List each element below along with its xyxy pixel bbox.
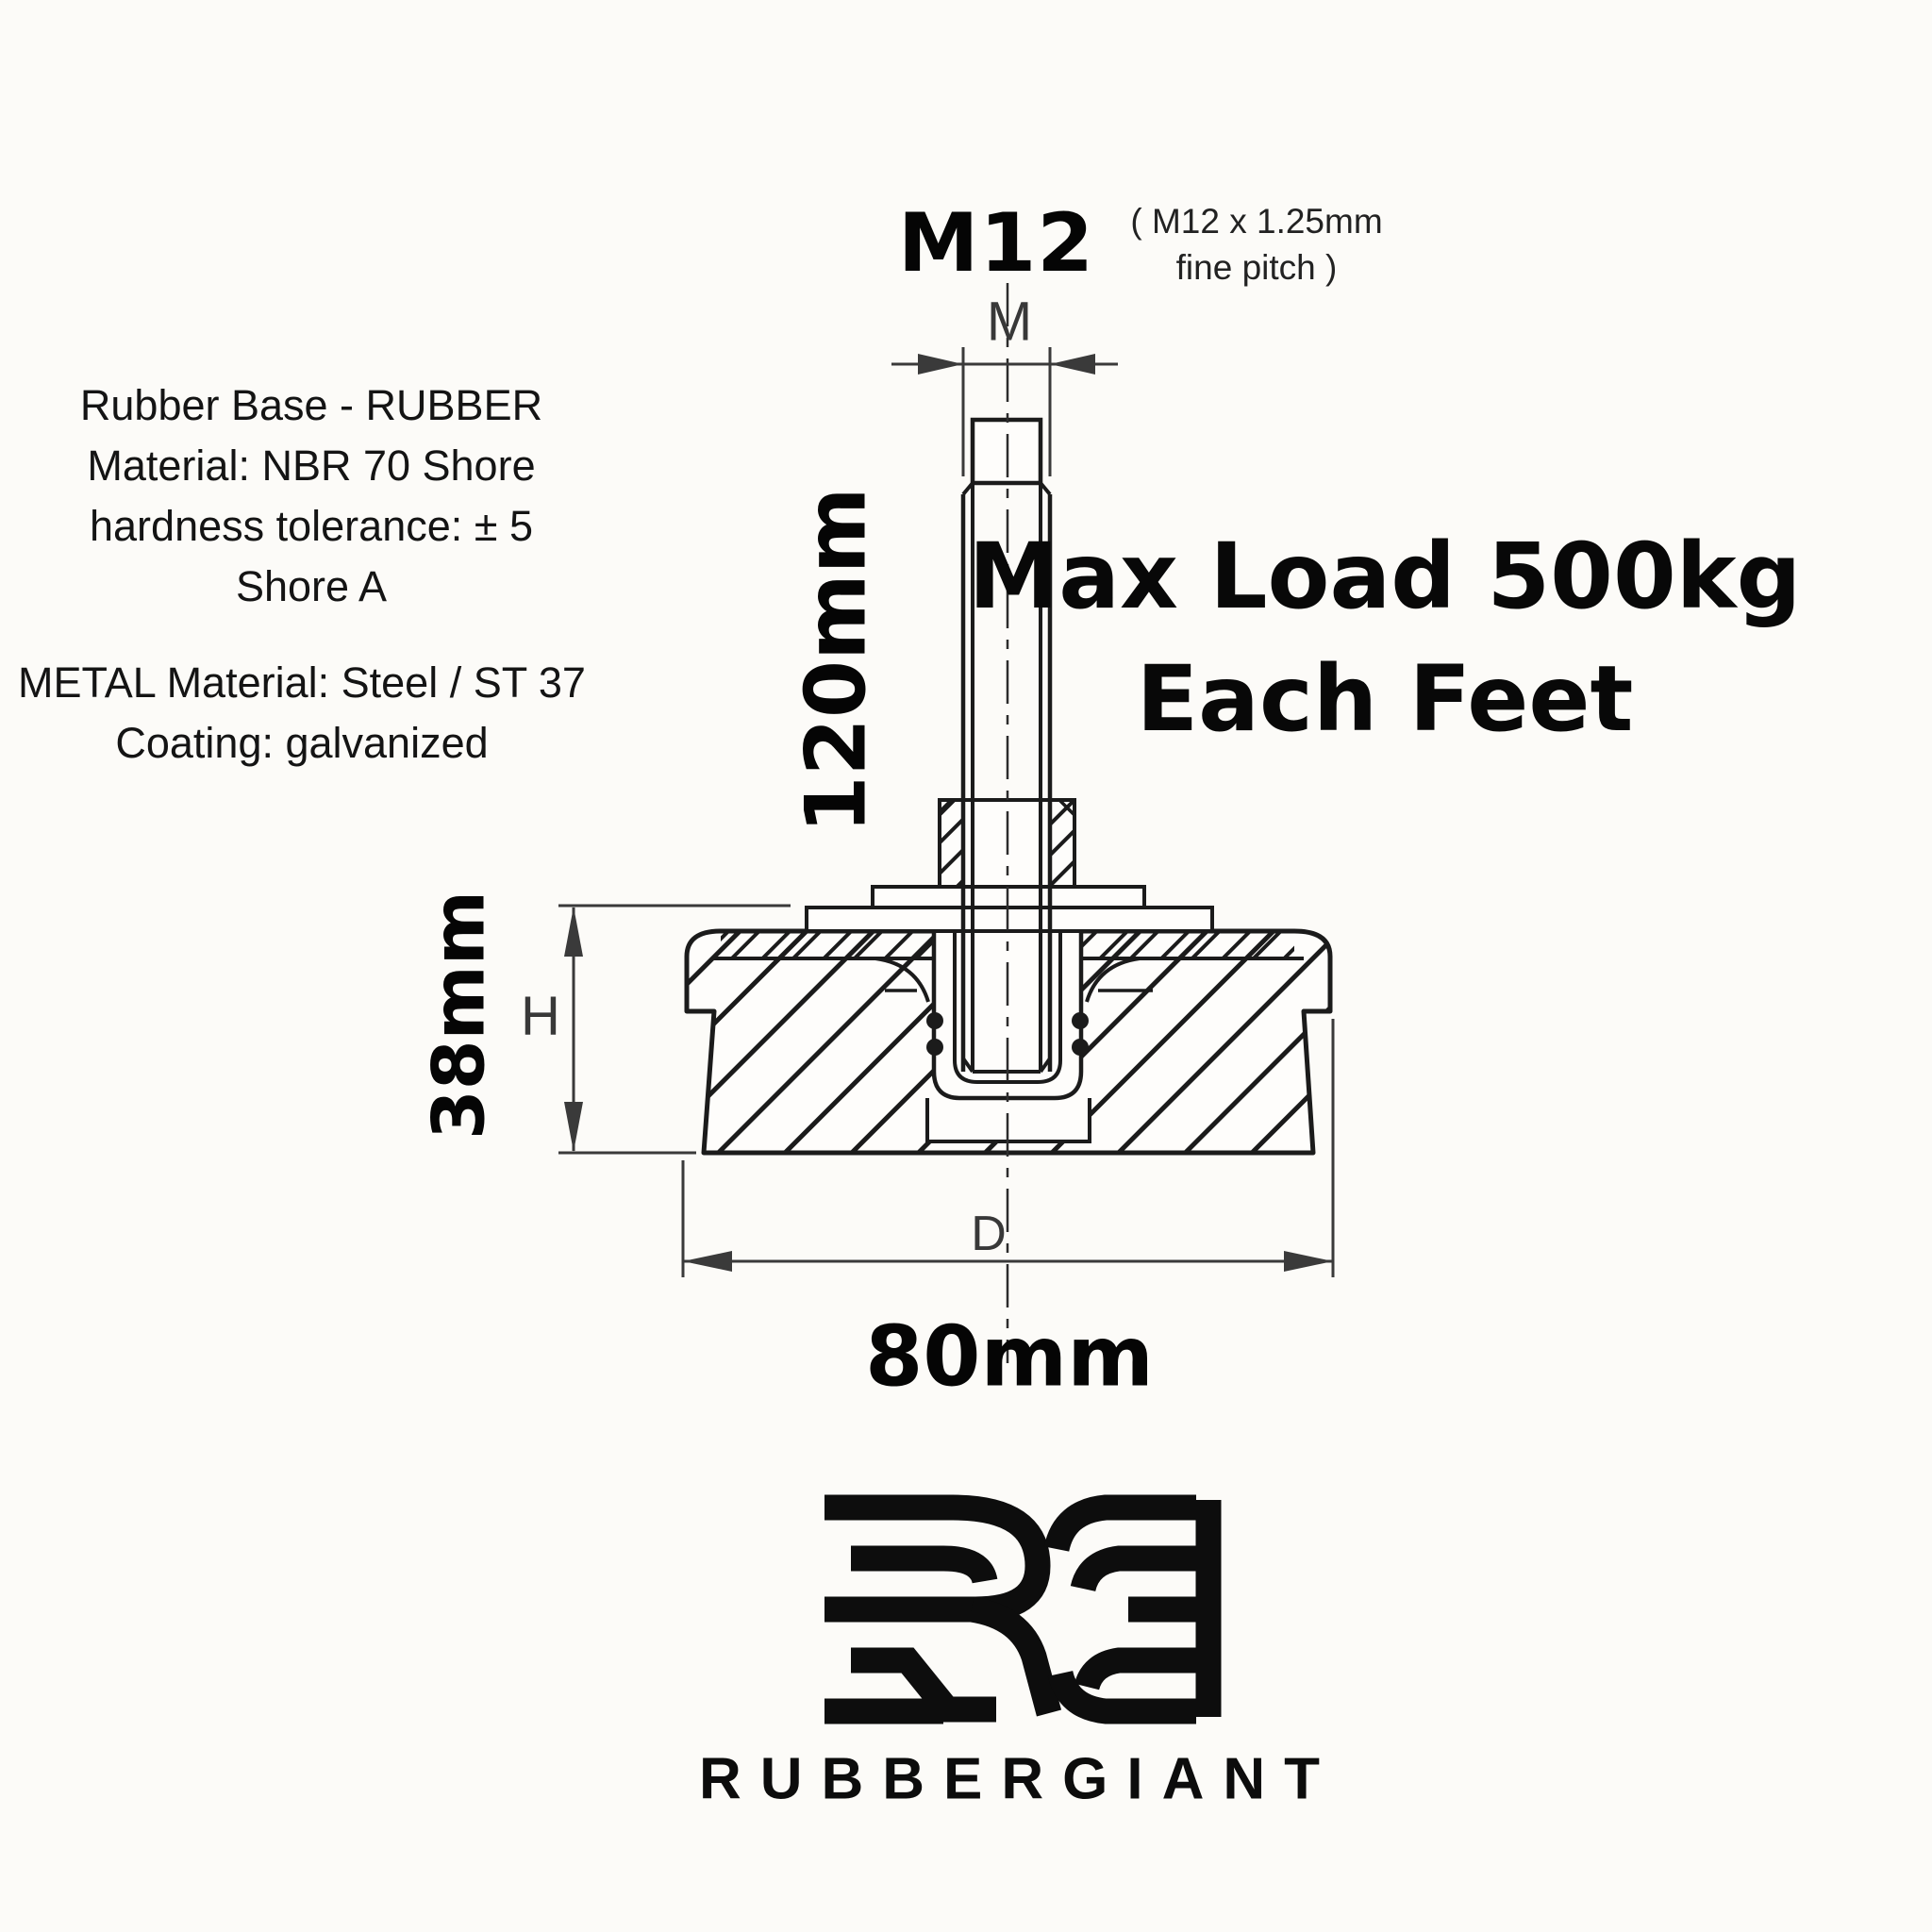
dimension-d [681, 1019, 1335, 1277]
brand-logo-monogram [824, 1494, 1222, 1724]
base-height-dimension: 38mm [416, 890, 501, 1141]
rubber-spec-line: Rubber Base - RUBBER [79, 381, 543, 429]
metal-spec-line: METAL Material: Steel / ST 37 [18, 658, 586, 707]
metal-spec-line: Coating: galvanized [115, 719, 489, 767]
dimension-m [891, 347, 1118, 476]
dim-letter-m: M [986, 291, 1033, 353]
metal-spec-text: METAL Material: Steel / ST 37 Coating: g… [0, 653, 604, 774]
dim-letter-d: D [971, 1207, 1007, 1261]
stud-length-dimension: 120mm [787, 487, 885, 834]
max-load-line2: Each Feet [1136, 646, 1634, 752]
brand-name: RUBBERGIANT [698, 1746, 1340, 1812]
thread-pitch-note-line2: fine pitch ) [1175, 248, 1338, 287]
o-ring-dots [926, 1012, 1089, 1056]
rubber-spec-line: hardness tolerance: ± 5 [90, 502, 533, 550]
rubber-spec-line: Shore A [235, 562, 388, 610]
thread-pitch-note-line1: ( M12 x 1.25mm [1130, 202, 1383, 242]
max-load-line1: Max Load 500kg [968, 524, 1802, 629]
max-load-text: Max Load 500kg Each Feet [969, 515, 1802, 760]
rubber-spec-line: Material: NBR 70 Shore [87, 441, 536, 490]
dim-letter-h: H [521, 985, 560, 1047]
thread-pitch-note: ( M12 x 1.25mm fine pitch ) [1130, 199, 1382, 291]
thread-size-label: M12 [897, 196, 1095, 291]
dimension-h [558, 904, 791, 1155]
load-plate [805, 906, 1214, 933]
base-diameter-dimension: 80mm [865, 1307, 1154, 1406]
rubber-spec-text: Rubber Base - RUBBER Material: NBR 70 Sh… [0, 375, 623, 617]
